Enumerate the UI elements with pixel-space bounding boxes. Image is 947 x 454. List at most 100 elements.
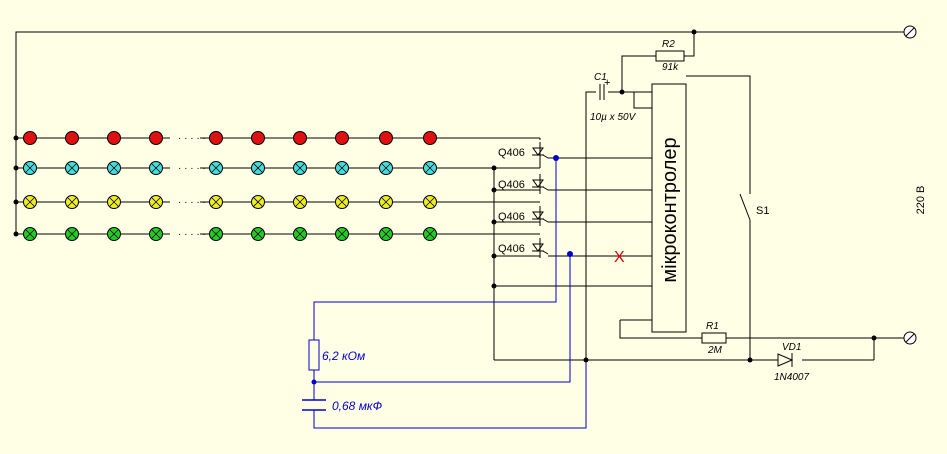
vd1-name: VD1 <box>782 342 801 353</box>
r1-value: 2M <box>707 345 723 356</box>
c1-plus: + <box>604 77 610 89</box>
led-cross <box>109 197 119 207</box>
triac-gate <box>542 218 549 223</box>
led-row-ellipsis: · · · · · <box>178 229 206 240</box>
led-row-junction <box>13 199 19 205</box>
triac-symbol <box>532 243 544 252</box>
led-row-junction <box>13 231 19 237</box>
led-cross <box>337 163 347 173</box>
led-cross <box>25 197 35 207</box>
led-cross <box>253 197 263 207</box>
led-cross <box>25 229 35 239</box>
led-cross <box>425 163 435 173</box>
microcontroller-label: мікроконтролер <box>659 137 681 282</box>
c1-value: 10µ x 50V <box>590 112 637 123</box>
triac-label: Q406 <box>498 243 525 255</box>
led-row-ellipsis: · · · · · <box>178 163 206 174</box>
terminal-bottom-slash <box>905 333 915 343</box>
junction-dot-blue <box>567 251 573 257</box>
junction-dot <box>747 357 753 363</box>
triac-gate <box>542 186 549 191</box>
led-cross <box>381 197 391 207</box>
c1-name: C1 <box>594 72 607 83</box>
led-row-ellipsis: · · · · · <box>178 133 206 144</box>
led-cross <box>337 197 347 207</box>
led-cross <box>151 229 161 239</box>
led-red <box>149 131 163 145</box>
led-cross <box>253 229 263 239</box>
junction-dot <box>491 219 497 225</box>
resistor-blue-value: 6,2 кОм <box>322 349 365 363</box>
r1-name: R1 <box>706 321 719 332</box>
voltage-label: 220 В <box>915 186 927 215</box>
led-cross <box>211 229 221 239</box>
led-cross <box>109 229 119 239</box>
led-cross <box>295 229 305 239</box>
junction-dot <box>583 357 589 363</box>
junction-dot <box>491 283 497 289</box>
triac-gate <box>542 250 549 255</box>
blue-wires <box>313 158 587 429</box>
led-strings: · · · · · · · · · · · · · · · · · · · · <box>13 131 440 241</box>
led-red <box>379 131 393 145</box>
led-cross <box>381 163 391 173</box>
led-red <box>251 131 265 145</box>
led-cross <box>67 163 77 173</box>
led-cross <box>253 163 263 173</box>
junction-dot <box>619 89 625 95</box>
junction-dot <box>691 29 697 35</box>
s1-label: S1 <box>756 205 769 217</box>
led-red <box>209 131 223 145</box>
capacitor-blue-value: 0,68 мкФ <box>332 399 383 413</box>
diode-vd1 <box>777 353 794 367</box>
r2-value: 91k <box>662 62 679 73</box>
junction-dot <box>491 253 497 259</box>
junction-dot-blue <box>553 155 559 161</box>
terminal-top-slash <box>905 27 915 37</box>
led-cross <box>425 197 435 207</box>
led-cross <box>425 229 435 239</box>
led-red <box>65 131 79 145</box>
triac-symbol <box>532 211 544 220</box>
led-cross <box>151 197 161 207</box>
junctions <box>311 29 877 385</box>
triac-label: Q406 <box>498 179 525 191</box>
led-cross <box>25 163 35 173</box>
led-cross <box>109 163 119 173</box>
led-cross <box>67 229 77 239</box>
led-cross <box>211 197 221 207</box>
led-row-ellipsis: · · · · · <box>178 197 206 208</box>
led-cross <box>295 163 305 173</box>
led-row-junction <box>13 135 19 141</box>
r2-name: R2 <box>662 39 675 50</box>
junction-dot <box>871 335 877 341</box>
led-cross <box>211 163 221 173</box>
microcontroller-box <box>651 83 687 333</box>
led-red <box>293 131 307 145</box>
led-cross <box>337 229 347 239</box>
led-cross <box>295 197 305 207</box>
triac-label: Q406 <box>498 147 525 159</box>
junction-dot <box>491 187 497 193</box>
triac-symbol <box>532 179 544 188</box>
resistor-r1 <box>701 332 727 344</box>
triac-label: Q406 <box>498 211 525 223</box>
led-row-junction <box>13 165 19 171</box>
led-red <box>335 131 349 145</box>
wires <box>15 31 904 361</box>
vd1-value: 1N4007 <box>774 372 809 383</box>
led-cross <box>381 229 391 239</box>
led-red <box>23 131 37 145</box>
junction-dot <box>491 165 497 171</box>
junction-dot-blue <box>311 379 317 385</box>
unused-pin-mark: X <box>614 249 625 266</box>
resistor-r2 <box>655 50 685 62</box>
led-red <box>423 131 437 145</box>
led-cross <box>67 197 77 207</box>
led-cross <box>151 163 161 173</box>
resistor-blue <box>308 339 320 371</box>
triac-symbol <box>532 147 544 156</box>
triac-gate <box>542 154 549 159</box>
